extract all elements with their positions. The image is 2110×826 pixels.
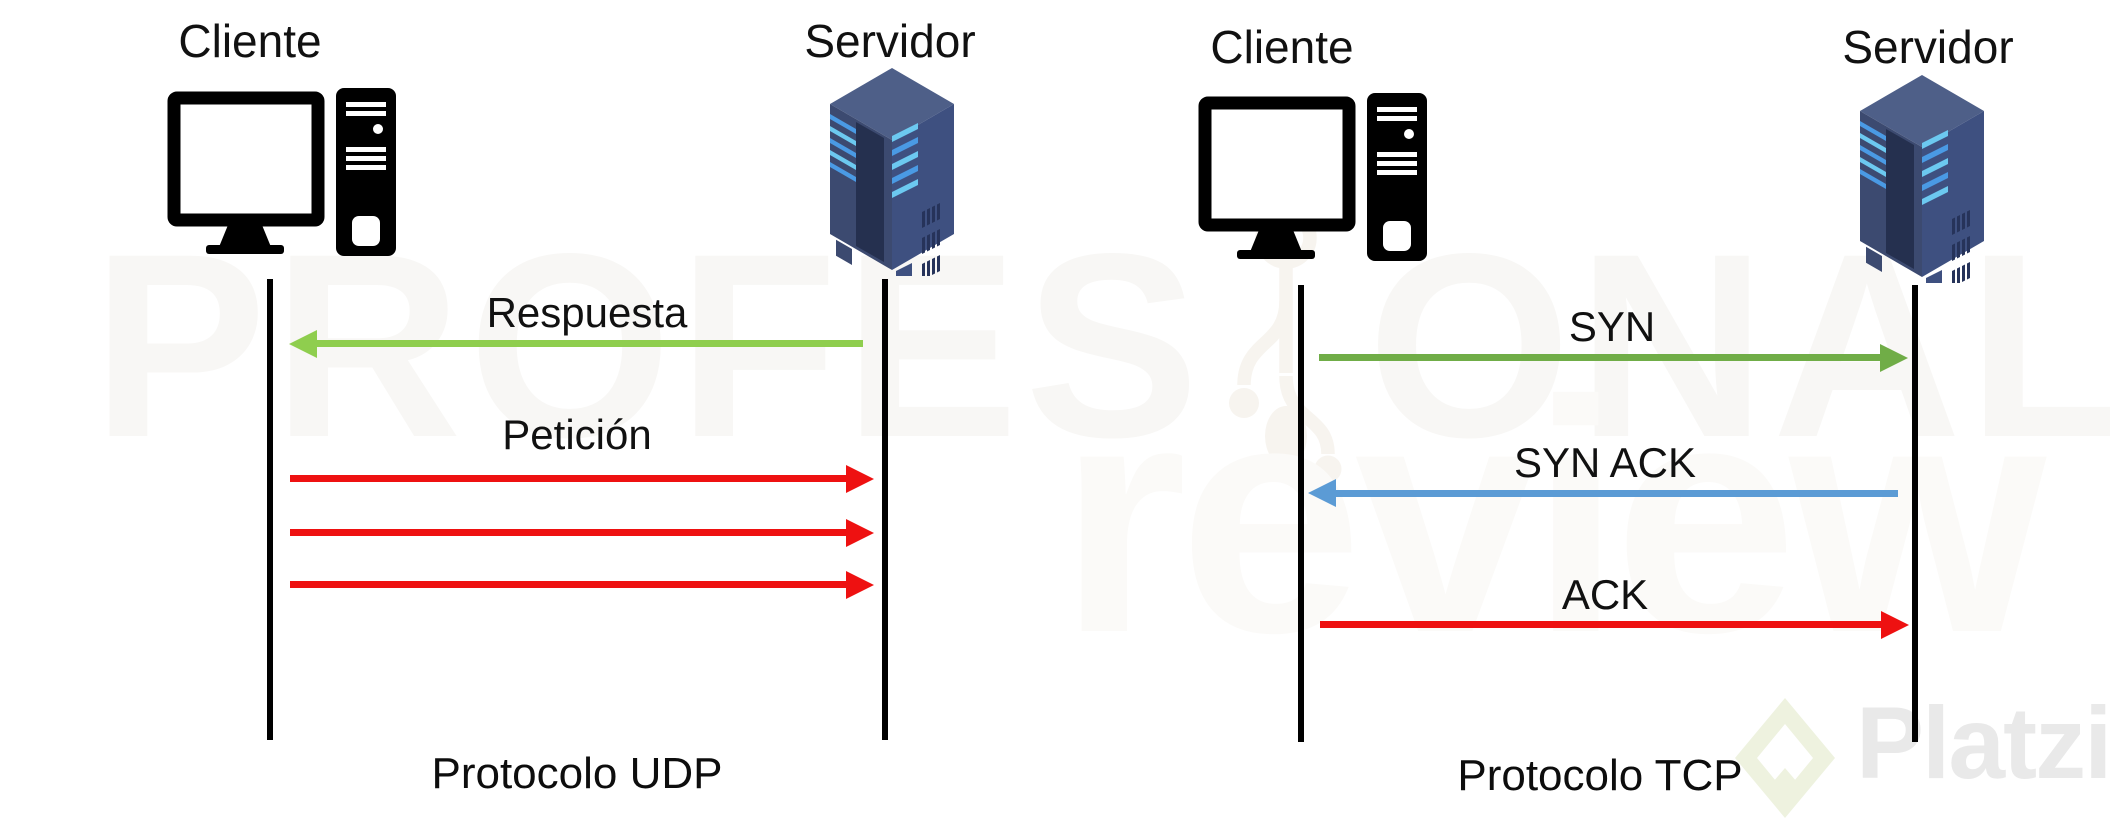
udp-server-lifeline [882, 279, 888, 740]
server-icon [830, 68, 954, 276]
platzi-logo-icon [1735, 698, 1835, 818]
tcp-title: Protocolo TCP [1457, 751, 1743, 800]
tcp-client-label: Cliente [1210, 21, 1354, 73]
udp-peticion-arrowhead-1 [846, 465, 874, 493]
udp-respuesta-label: Respuesta [486, 289, 688, 336]
tcp-client-lifeline [1298, 285, 1304, 742]
computer-icon [1198, 93, 1427, 261]
udp-respuesta-arrowhead [289, 330, 317, 358]
udp-title: Protocolo UDP [431, 749, 723, 798]
udp-peticion-arrow-2 [290, 529, 848, 536]
tcp-ack-arrowhead [1881, 611, 1909, 639]
tcp-ack-label: ACK [1561, 571, 1649, 618]
udp-server-label: Servidor [804, 15, 976, 67]
udp-peticion-arrow-3 [290, 581, 848, 588]
platzi-wordmark: Platzi [1856, 686, 2110, 800]
tcp-syn-label: SYN [1568, 303, 1656, 350]
udp-client-lifeline [267, 279, 273, 740]
udp-client-label: Cliente [178, 15, 322, 67]
computer-icon [167, 88, 396, 256]
udp-peticion-arrow-1 [290, 475, 848, 482]
tcp-syn-arrowhead [1880, 344, 1908, 372]
tcp-synack-arrowhead [1308, 479, 1336, 507]
tcp-server-label: Servidor [1842, 21, 2014, 73]
tcp-server-lifeline [1912, 285, 1918, 742]
tcp-synack-label: SYN ACK [1513, 439, 1697, 486]
watermark-profesional-part2: ONAL [1367, 199, 2110, 492]
udp-respuesta-arrow [313, 340, 863, 347]
udp-peticion-arrowhead-2 [846, 519, 874, 547]
udp-peticion-label: Petición [502, 411, 652, 458]
server-icon [1860, 75, 1984, 283]
tcp-syn-arrow [1319, 354, 1882, 361]
tcp-synack-arrow [1332, 490, 1898, 497]
udp-peticion-arrowhead-3 [846, 571, 874, 599]
tcp-ack-arrow [1320, 621, 1883, 628]
watermark-profesional: PROFES ONAL [92, 196, 2110, 496]
